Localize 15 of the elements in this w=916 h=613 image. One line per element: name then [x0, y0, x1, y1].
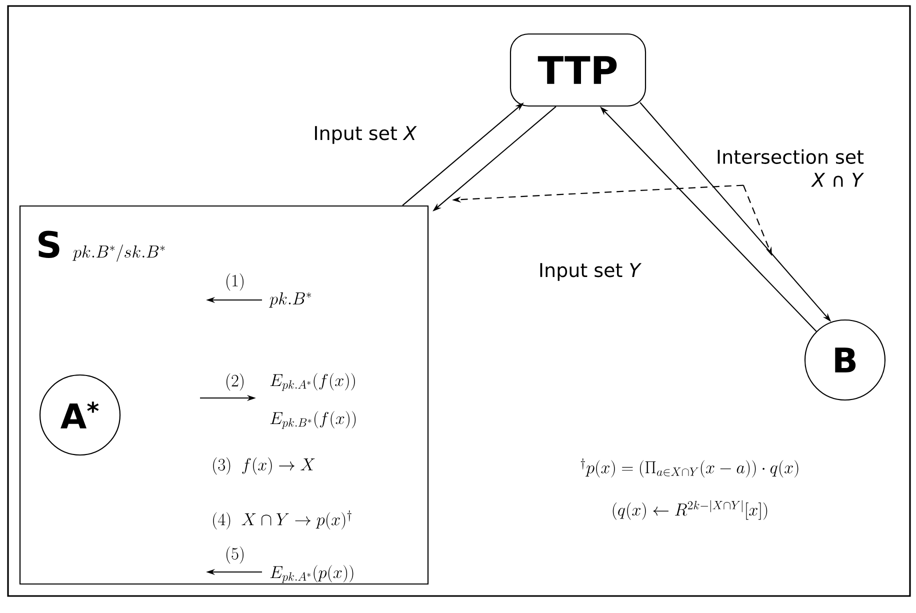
- intersection-label: Intersection set X ∩ Y: [718, 149, 864, 187]
- edge-label: Input set Y: [537, 262, 643, 282]
- step-number: $(1)$: [226, 273, 244, 291]
- step-text: $(4)\;\; X \cap Y \rightarrow p(x)^{\dagger}$: [213, 510, 352, 530]
- step-number: $(5)$: [226, 546, 244, 564]
- message-text: $E_{pk.B^{*}}(f(x))$: [270, 411, 356, 429]
- footnote-formula: $\Big(q(x) \leftarrow R^{2k - |X \cap Y|}[x]\Big)$: [612, 500, 768, 520]
- party-box: TTP: [510, 33, 646, 107]
- message-text: $pk.B^{*}$: [269, 292, 312, 308]
- message-text: $E_{pk.A^{*}}(f(x))$: [270, 373, 355, 391]
- footnote-formula: ${}^{\dagger}p(x) = \Big(\Pi_{a \in X \cap Y}(x - a)\Big) \cdot q(x)$: [580, 458, 798, 478]
- message-text: $E_{pk.A^{*}}(p(x))$: [270, 565, 354, 583]
- step-number: $(2)$: [226, 373, 244, 391]
- step-text: $(3)\;\; f(x) \rightarrow X$: [213, 457, 315, 475]
- edge-label: Input set X: [312, 125, 418, 145]
